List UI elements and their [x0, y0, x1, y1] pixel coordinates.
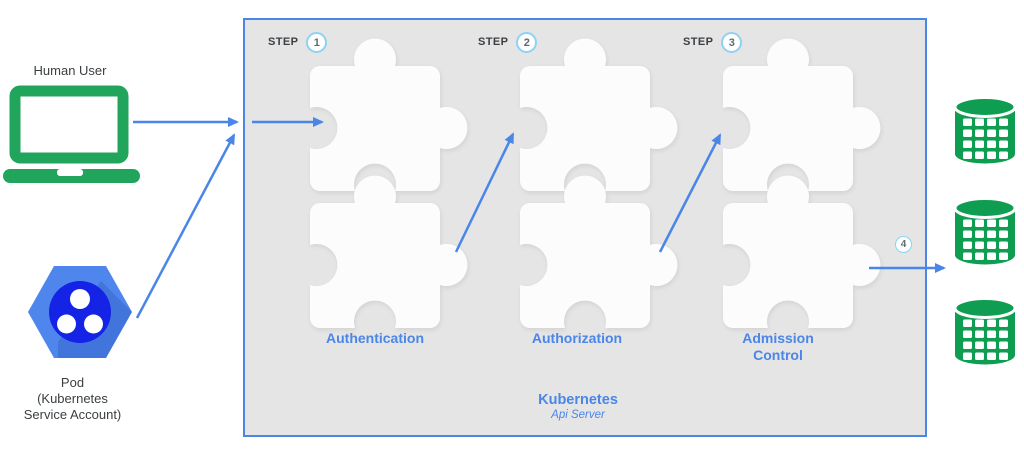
- step-2: STEP 2: [478, 32, 538, 53]
- step-3: STEP 3: [683, 32, 743, 53]
- arrow-pod-to-apiserver: [135, 133, 236, 319]
- pod-label-line1: Pod: [60, 375, 85, 390]
- step-3-badge: 3: [721, 32, 743, 53]
- database-icons: [953, 96, 1017, 366]
- human-user-label: Human User: [33, 63, 107, 78]
- step-1: STEP 1: [268, 32, 328, 53]
- pod-label: Pod (Kubernetes Service Account): [5, 375, 140, 423]
- puzzle-piece-icons: [310, 38, 881, 328]
- pod-label-line3: Service Account): [23, 407, 122, 422]
- api-server-box-title: Kubernetes: [538, 392, 618, 408]
- database-icon: [953, 197, 1017, 266]
- puzzle-piece-icon: [310, 175, 468, 328]
- arrow-authorization-to-admission: [658, 133, 722, 253]
- puzzle-piece-icon: [310, 38, 468, 191]
- pod-hexagon-icon: [28, 266, 132, 358]
- laptop-icon: [3, 85, 140, 183]
- stage-admission-control-label: Admission Control: [742, 330, 814, 363]
- step-1-prefix: STEP: [268, 36, 299, 48]
- step-3-prefix: STEP: [683, 36, 714, 48]
- arrow-authentication-to-authorization: [454, 132, 515, 253]
- puzzle-piece-icon: [520, 175, 678, 328]
- step-1-badge: 1: [306, 32, 328, 53]
- stage-authorization-label: Authorization: [531, 330, 623, 346]
- pod-label-line2: (Kubernetes: [37, 391, 108, 406]
- step-4-badge: 4: [895, 236, 912, 253]
- database-icon: [953, 96, 1017, 165]
- step-2-prefix: STEP: [478, 36, 509, 48]
- step-2-badge: 2: [516, 32, 538, 53]
- api-server-box-subtitle: Api Server: [551, 409, 605, 421]
- stage-authentication-label: Authentication: [326, 330, 424, 346]
- puzzle-piece-icon: [520, 38, 678, 191]
- database-icon: [953, 297, 1017, 366]
- puzzle-piece-icon: [723, 38, 881, 191]
- flow-arrows: [133, 117, 946, 319]
- puzzle-piece-icon: [723, 175, 881, 328]
